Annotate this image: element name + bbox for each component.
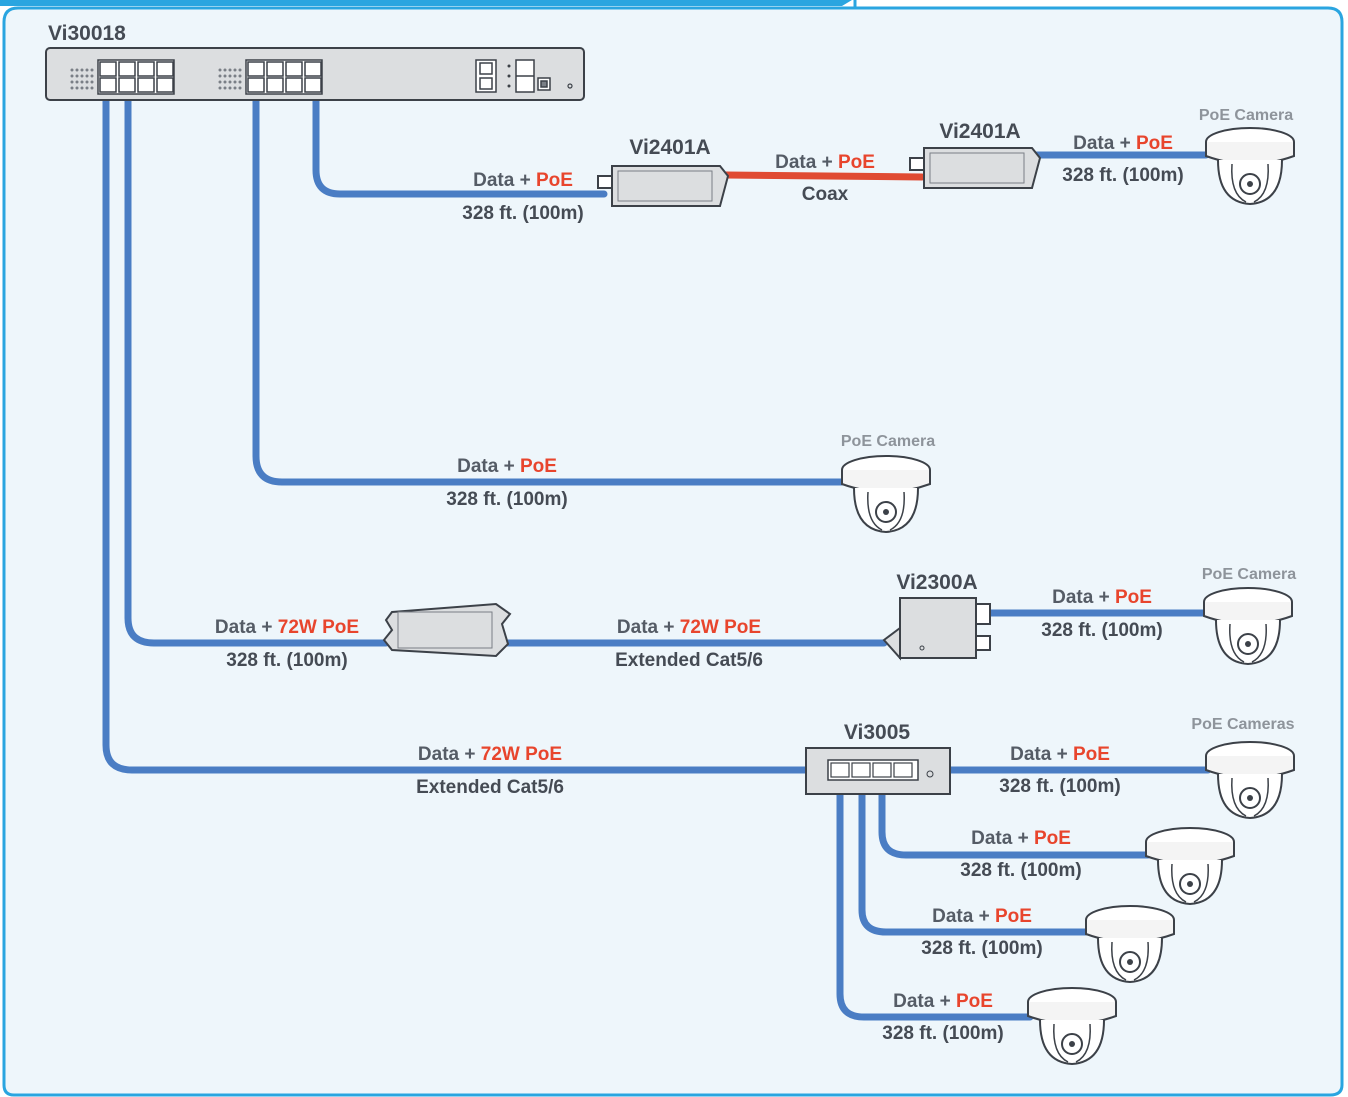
data-text: Data + xyxy=(417,744,476,765)
cameras-4-label: PoE Cameras xyxy=(1191,716,1295,733)
data-text: Data + xyxy=(1052,587,1110,608)
cable-switch-to-vi2401a xyxy=(312,78,608,198)
link-8a-distance: 328 ft. (100m) xyxy=(999,776,1121,797)
poe-text: PoE xyxy=(535,170,573,191)
coax-link-label: Data + PoE xyxy=(775,153,875,172)
coax-link-media: Coax xyxy=(801,184,849,205)
poe-text: PoE xyxy=(837,152,875,173)
vi2300a-device xyxy=(882,597,991,661)
poe-text: PoE xyxy=(1033,828,1071,849)
vi2401a-left-device xyxy=(597,165,729,207)
data-text: Data + xyxy=(1073,133,1131,154)
poe-text: PoE xyxy=(1114,587,1152,608)
vi3005-label: Vi3005 xyxy=(843,721,911,744)
switch-port-bank-1 xyxy=(97,59,175,95)
link-8a-label: Data + PoE xyxy=(1010,745,1110,764)
vi2401a-left-label: Vi2401A xyxy=(629,136,711,159)
cable-vi3005-to-camera-b xyxy=(878,772,1152,859)
switch-led-grid-2 xyxy=(218,68,242,90)
vi2401a-right-label: Vi2401A xyxy=(939,120,1021,143)
link-3-distance: 328 ft. (100m) xyxy=(446,489,568,510)
link-4-distance: 328 ft. (100m) xyxy=(226,650,348,671)
link-5-label: Data + 72W PoE xyxy=(617,618,761,637)
poe-text: PoE xyxy=(955,991,993,1012)
link-8b-distance: 328 ft. (100m) xyxy=(960,860,1082,881)
vi2300a-label: Vi2300A xyxy=(896,571,978,594)
switch-led xyxy=(507,84,511,88)
data-text: Data + xyxy=(971,828,1029,849)
cable-vi3005-to-camera-d xyxy=(836,772,1034,1021)
switch-led-grid-1 xyxy=(70,68,94,90)
poe-72w-text: 72W PoE xyxy=(679,617,762,638)
data-text: Data + xyxy=(457,456,515,477)
data-text: Data + xyxy=(932,906,990,927)
poe-text: PoE xyxy=(994,906,1032,927)
link-4-label: Data + 72W PoE xyxy=(215,618,359,637)
poe-72w-text: 72W PoE xyxy=(277,617,360,638)
camera-1-label: PoE Camera xyxy=(1198,107,1294,124)
link-1-label: Data + PoE xyxy=(473,171,573,190)
link-2-label: Data + PoE xyxy=(1073,134,1173,153)
switch-led xyxy=(507,74,511,78)
cable-switch-to-vi3005 xyxy=(102,78,810,774)
data-text: Data + xyxy=(893,991,951,1012)
data-text: Data + xyxy=(1010,744,1068,765)
data-text: Data + xyxy=(775,152,833,173)
link-8b-label: Data + PoE xyxy=(971,829,1071,848)
link-7-media: Extended Cat5/6 xyxy=(416,777,564,798)
link-1-distance: 328 ft. (100m) xyxy=(462,203,584,224)
poe-text: PoE xyxy=(1135,133,1173,154)
link-8d-distance: 328 ft. (100m) xyxy=(882,1023,1004,1044)
switch-uplink-ports xyxy=(475,59,551,93)
panel-tab xyxy=(0,0,852,6)
link-8c-distance: 328 ft. (100m) xyxy=(921,938,1043,959)
cables xyxy=(102,78,1212,1021)
poe-injector-device xyxy=(383,603,511,657)
link-6-label: Data + PoE xyxy=(1052,588,1152,607)
link-8d-label: Data + PoE xyxy=(893,992,993,1011)
switch-led xyxy=(507,64,511,68)
data-text: Data + xyxy=(616,617,675,638)
switch-reset-button xyxy=(567,83,573,89)
cable-switch-to-injector xyxy=(124,78,390,647)
poe-text: PoE xyxy=(519,456,557,477)
link-8c-label: Data + PoE xyxy=(932,907,1032,926)
vi2401a-right-device xyxy=(909,147,1041,189)
cable-vi3005-to-camera-c xyxy=(858,772,1092,936)
coax-cable xyxy=(722,171,926,181)
link-7-label: Data + 72W PoE xyxy=(418,745,562,764)
link-5-media: Extended Cat5/6 xyxy=(615,650,763,671)
poe-72w-text: 72W PoE xyxy=(480,744,563,765)
link-6-distance: 328 ft. (100m) xyxy=(1041,620,1163,641)
switch-label: Vi30018 xyxy=(48,22,126,45)
data-text: Data + xyxy=(473,170,531,191)
switch-port-bank-2 xyxy=(245,59,323,95)
vi3005-device xyxy=(805,747,951,795)
data-text: Data + xyxy=(214,617,273,638)
link-2-distance: 328 ft. (100m) xyxy=(1062,165,1184,186)
switch-vi30018 xyxy=(45,47,585,101)
poe-text: PoE xyxy=(1072,744,1110,765)
camera-2-label: PoE Camera xyxy=(840,433,936,450)
link-3-label: Data + PoE xyxy=(457,457,557,476)
camera-3-label: PoE Camera xyxy=(1201,566,1297,583)
cable-switch-to-camera-2 xyxy=(252,78,846,486)
